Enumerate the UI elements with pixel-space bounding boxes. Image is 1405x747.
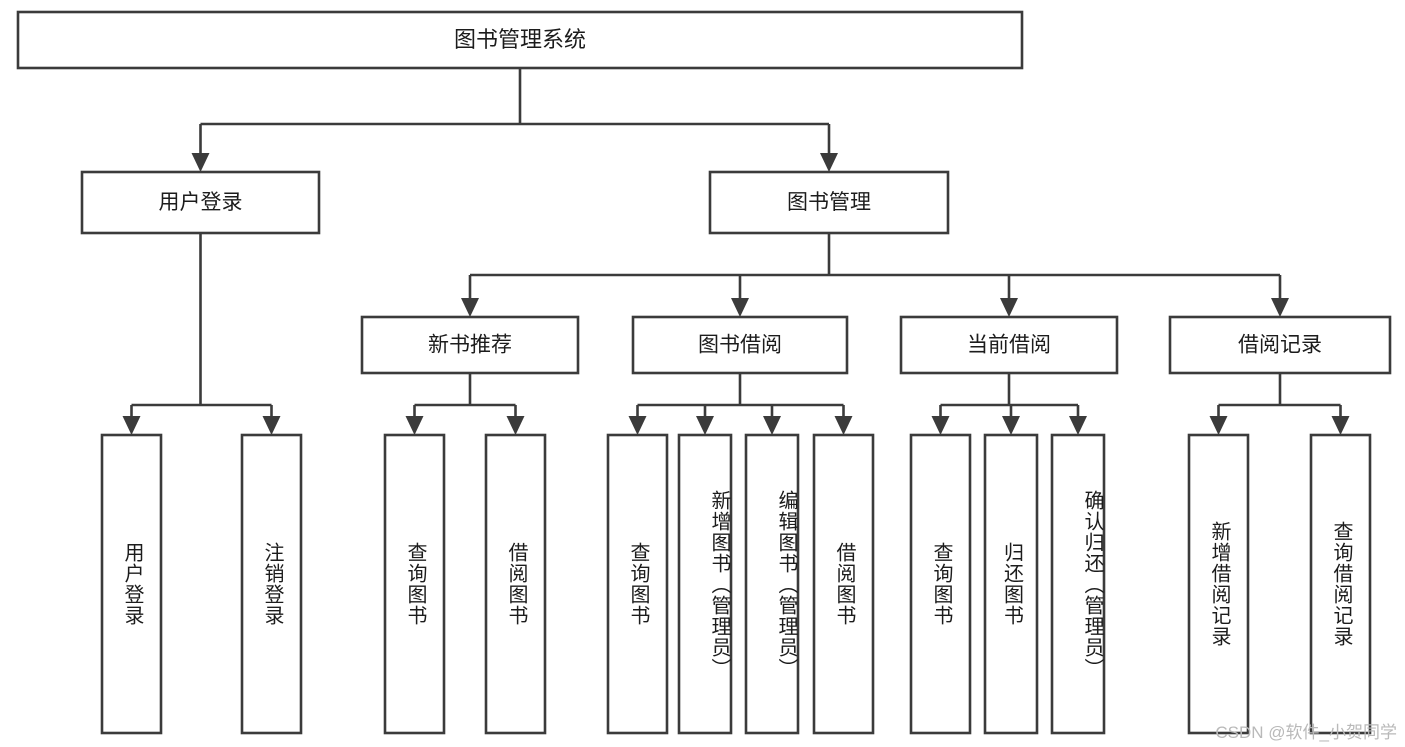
level3-node-3-label: 借阅记录	[1238, 334, 1322, 357]
arrow-head-leaf-10	[1069, 416, 1087, 435]
leaf-node-1[interactable]	[240, 433, 303, 735]
leaf-node-4[interactable]	[606, 433, 669, 735]
arrow-head-leaf-2	[405, 416, 424, 435]
level3-node-0-label: 新书推荐	[428, 334, 512, 357]
arrow-head-leaf-8	[931, 416, 950, 435]
leaf-node-6[interactable]	[744, 433, 800, 735]
level2-node-1-label: 图书管理	[787, 191, 871, 214]
leaf-node-8[interactable]	[909, 433, 972, 735]
arrow-head-l3-3	[1271, 298, 1289, 317]
arrow-head-l3-1	[731, 298, 749, 317]
arrow-head-leaf-4	[628, 416, 647, 435]
level3-node-0[interactable]: 新书推荐	[360, 315, 580, 375]
root-node-system[interactable]: 图书管理系统	[16, 10, 1024, 70]
csdn-watermark: CSDN @软件_小贺同学	[1215, 723, 1397, 742]
connectors-layer	[122, 68, 1350, 435]
arrow-head-leaf-9	[1002, 416, 1020, 435]
arrow-head-leaf-5	[696, 416, 714, 435]
level3-node-1-label: 图书借阅	[698, 334, 782, 357]
arrow-head-leaf-3	[506, 416, 525, 435]
arrow-head-l3-0	[461, 298, 479, 317]
arrow-head-leaf-11	[1209, 416, 1228, 435]
leaf-node-9[interactable]	[983, 433, 1039, 735]
leaf-node-11[interactable]	[1187, 433, 1250, 735]
level3-node-1[interactable]: 图书借阅	[631, 315, 849, 375]
leaf-node-0[interactable]	[100, 433, 163, 735]
arrow-head-leaf-0	[122, 416, 141, 435]
root-node-system-label: 图书管理系统	[454, 27, 586, 52]
level3-node-3[interactable]: 借阅记录	[1168, 315, 1392, 375]
level2-node-0-label: 用户登录	[159, 191, 243, 214]
level3-node-2[interactable]: 当前借阅	[899, 315, 1119, 375]
leaf-node-5[interactable]	[677, 433, 733, 735]
level3-node-2-label: 当前借阅	[967, 334, 1051, 357]
level2-node-1[interactable]: 图书管理	[708, 170, 950, 235]
arrow-head-leaf-12	[1331, 416, 1350, 435]
arrow-head-leaf-6	[763, 416, 781, 435]
leaf-node-12[interactable]	[1309, 433, 1372, 735]
arrow-head-l2-0	[191, 153, 210, 172]
level2-node-0[interactable]: 用户登录	[80, 170, 321, 235]
leaf-node-10[interactable]	[1050, 433, 1106, 735]
leaf-node-7[interactable]	[812, 433, 875, 735]
arrow-head-leaf-1	[262, 416, 281, 435]
leaf-node-3[interactable]	[484, 433, 547, 735]
leaf-node-2[interactable]	[383, 433, 446, 735]
arrow-head-l3-2	[1000, 298, 1018, 317]
arrow-head-l2-1	[820, 153, 838, 172]
arrow-head-leaf-7	[834, 416, 853, 435]
